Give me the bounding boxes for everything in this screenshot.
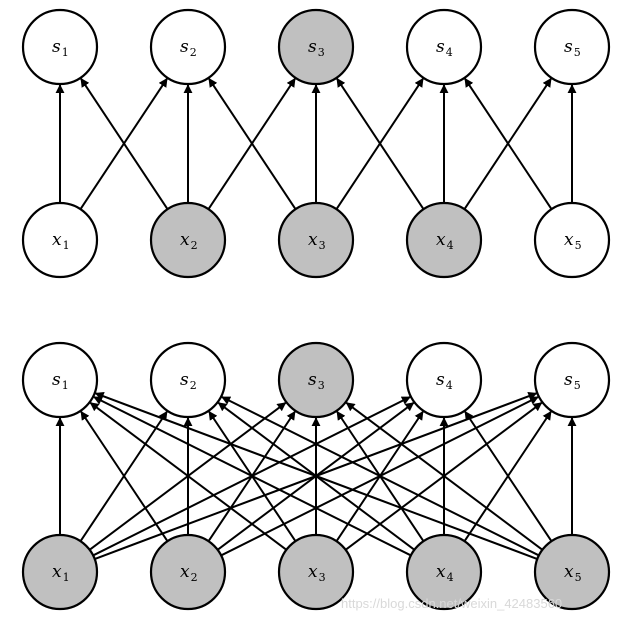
sparse-connectivity-node-x3: x3 bbox=[277, 201, 355, 279]
sparse-connectivity-node-x4-circle bbox=[405, 201, 483, 279]
sparse-connectivity-edge-x2-s1 bbox=[80, 77, 169, 210]
sparse-connectivity-node-x5-circle bbox=[533, 201, 611, 279]
sparse-connectivity-node-s5-label: s5 bbox=[564, 37, 581, 59]
sparse-connectivity-node-x2: x2 bbox=[149, 201, 227, 279]
sparse-connectivity-node-s3-label: s3 bbox=[308, 37, 325, 59]
dense-connectivity-node-s2-label: s2 bbox=[180, 370, 197, 392]
dense-connectivity-node-s1-label: s1 bbox=[52, 370, 69, 392]
watermark-text: https://blog.csdn.net/weixin_42483560 bbox=[341, 596, 562, 611]
edges-layer bbox=[55, 77, 577, 560]
dense-connectivity-node-s1: s1 bbox=[21, 341, 99, 419]
dense-connectivity-node-s2-circle bbox=[149, 341, 227, 419]
dense-connectivity-node-x4-label: x4 bbox=[436, 562, 454, 584]
nodes-layer: s1 s2 s3 s4 s5 x1 x2 x3 x4 x5 s1 s2 s3 s4 s5 x1 x2 x3 x4 x5 bbox=[21, 8, 611, 611]
dense-connectivity-node-s5-label: s5 bbox=[564, 370, 581, 392]
sparse-connectivity-node-s4-label: s4 bbox=[436, 37, 453, 59]
dense-connectivity-node-x2: x2 bbox=[149, 533, 227, 611]
dense-connectivity-node-s5: s5 bbox=[533, 341, 611, 419]
sparse-connectivity-node-s4: s4 bbox=[405, 8, 483, 86]
dense-connectivity-node-s3: s3 bbox=[277, 341, 355, 419]
dense-connectivity-node-x5-circle bbox=[533, 533, 611, 611]
dense-connectivity-node-x3-circle bbox=[277, 533, 355, 611]
sparse-connectivity-node-x3-circle bbox=[277, 201, 355, 279]
sparse-connectivity-edge-x4-s3 bbox=[336, 77, 425, 210]
sparse-connectivity-node-x1-circle bbox=[21, 201, 99, 279]
dense-connectivity-node-x1: x1 bbox=[21, 533, 99, 611]
dense-connectivity-edge-x5-s2 bbox=[221, 396, 540, 557]
dense-connectivity-node-s3-label: s3 bbox=[308, 370, 325, 392]
dense-connectivity-node-x1-label: x1 bbox=[52, 562, 70, 584]
sparse-connectivity-node-s1: s1 bbox=[21, 8, 99, 86]
sparse-connectivity-node-x4: x4 bbox=[405, 201, 483, 279]
dense-connectivity-node-s4-circle bbox=[405, 341, 483, 419]
sparse-connectivity-node-x2-label: x2 bbox=[180, 230, 198, 252]
sparse-connectivity-node-x5-label: x5 bbox=[564, 230, 582, 252]
sparse-connectivity-node-x3-label: x3 bbox=[308, 230, 326, 252]
dense-connectivity-node-s4: s4 bbox=[405, 341, 483, 419]
sparse-connectivity-node-s2-label: s2 bbox=[180, 37, 197, 59]
dense-connectivity-edge-x3-s1 bbox=[89, 401, 287, 551]
dense-connectivity-node-x3: x3 bbox=[277, 533, 355, 611]
sparse-connectivity-edge-x5-s4 bbox=[464, 77, 553, 210]
dense-connectivity-node-s3-circle bbox=[277, 341, 355, 419]
dense-connectivity-node-x2-circle bbox=[149, 533, 227, 611]
dense-connectivity-node-x2-label: x2 bbox=[180, 562, 198, 584]
sparse-connectivity-node-s5-circle bbox=[533, 8, 611, 86]
sparse-connectivity-node-x1: x1 bbox=[21, 201, 99, 279]
dense-connectivity-node-s4-label: s4 bbox=[436, 370, 453, 392]
sparse-connectivity-node-s1-circle bbox=[21, 8, 99, 86]
dense-connectivity-node-x1-circle bbox=[21, 533, 99, 611]
dense-connectivity-node-x4: x4 bbox=[405, 533, 483, 611]
sparse-connectivity-node-x1-label: x1 bbox=[52, 230, 70, 252]
sparse-connectivity-node-x4-label: x4 bbox=[436, 230, 454, 252]
dense-connectivity-node-x4-circle bbox=[405, 533, 483, 611]
sparse-connectivity-node-s2: s2 bbox=[149, 8, 227, 86]
sparse-connectivity-edge-x3-s2 bbox=[208, 77, 297, 210]
sparse-connectivity-node-s2-circle bbox=[149, 8, 227, 86]
dense-connectivity-node-x5-label: x5 bbox=[564, 562, 582, 584]
dense-connectivity-edge-x4-s1 bbox=[93, 396, 412, 557]
dense-connectivity-edge-x5-s1 bbox=[94, 391, 538, 560]
sparse-connectivity-node-s4-circle bbox=[405, 8, 483, 86]
sparse-connectivity-node-x5: x5 bbox=[533, 201, 611, 279]
sparse-connectivity-node-x2-circle bbox=[149, 201, 227, 279]
sparse-connectivity-node-s3: s3 bbox=[277, 8, 355, 86]
sparse-connectivity-node-s5: s5 bbox=[533, 8, 611, 86]
dense-connectivity-node-x5: x5 bbox=[533, 533, 611, 611]
dense-connectivity-edge-x2-s1 bbox=[80, 410, 169, 542]
sparse-connectivity-node-s1-label: s1 bbox=[52, 37, 69, 59]
dense-connectivity-node-x3-label: x3 bbox=[308, 562, 326, 584]
dense-connectivity-edge-x5-s3 bbox=[345, 401, 544, 551]
dense-connectivity-edge-x5-s4 bbox=[464, 410, 553, 542]
dense-connectivity-node-s1-circle bbox=[21, 341, 99, 419]
sparse-connectivity-node-s3-circle bbox=[277, 8, 355, 86]
dense-connectivity-node-s2: s2 bbox=[149, 341, 227, 419]
dense-connectivity-node-s5-circle bbox=[533, 341, 611, 419]
